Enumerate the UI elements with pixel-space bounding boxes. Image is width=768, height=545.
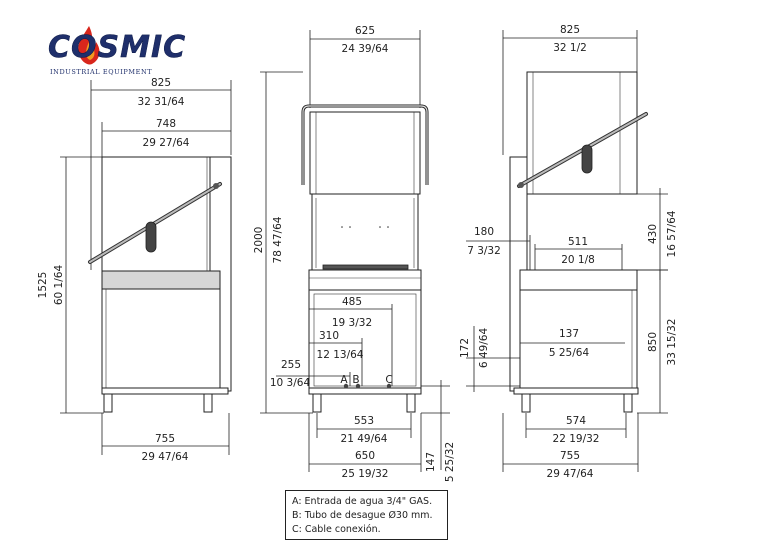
dim-front-255-in: 10 3/64 bbox=[270, 377, 311, 389]
dim-front-625: 625 bbox=[355, 25, 375, 37]
dim-right-172: 172 bbox=[459, 338, 471, 358]
logo-tagline: INDUSTRIAL EQUIPMENT bbox=[50, 68, 153, 76]
dim-right-172-in: 6 49/64 bbox=[478, 328, 490, 369]
dim-front-485-in: 19 3/32 bbox=[332, 317, 372, 329]
dim-right-511-in: 20 1/8 bbox=[561, 254, 595, 266]
dim-front-650: 650 bbox=[355, 450, 375, 462]
dim-left-755-in: 29 47/64 bbox=[142, 451, 189, 463]
dim-front-553-in: 21 49/64 bbox=[341, 433, 388, 445]
dim-right-755: 755 bbox=[560, 450, 580, 462]
dim-right-430-in: 16 57/64 bbox=[666, 210, 678, 257]
dim-front-2000: 2000 bbox=[253, 227, 265, 254]
dim-front-147-in: 5 25/32 bbox=[444, 442, 456, 482]
dim-left-1525: 1525 bbox=[37, 272, 49, 299]
conn-b-label: B bbox=[352, 374, 359, 386]
dim-right-825: 825 bbox=[560, 24, 580, 36]
legend-item-a: A: Entrada de agua 3/4" GAS. bbox=[292, 496, 433, 507]
connection-legend: A: Entrada de agua 3/4" GAS. B: Tubo de … bbox=[285, 490, 448, 540]
dim-right-180: 180 bbox=[474, 226, 494, 238]
left-view: 825 32 31/64 748 29 27/64 1525 60 1/64 bbox=[37, 77, 232, 463]
dim-front-650-in: 25 19/32 bbox=[342, 468, 389, 480]
dim-left-755: 755 bbox=[155, 433, 175, 445]
dim-left-748: 748 bbox=[156, 118, 176, 130]
dim-right-574: 574 bbox=[566, 415, 586, 427]
dim-right-137-in: 5 25/64 bbox=[549, 347, 590, 359]
dim-front-2000-in: 78 47/64 bbox=[272, 216, 284, 263]
dim-front-625-in: 24 39/64 bbox=[342, 43, 389, 55]
front-view: 625 24 39/64 A B C bbox=[253, 25, 456, 482]
logo-wordmark: COSMIC bbox=[48, 30, 187, 66]
dim-right-825-in: 32 1/2 bbox=[553, 42, 587, 54]
conn-c-label: C bbox=[385, 374, 392, 386]
legend-item-c: C: Cable conexión. bbox=[292, 524, 381, 535]
dim-right-137: 137 bbox=[559, 328, 579, 340]
right-view: 825 32 1/2 430 16 57/64 180 7 3/32 bbox=[459, 24, 678, 480]
dim-front-310-in: 12 13/64 bbox=[317, 349, 364, 361]
dim-left-825-in: 32 31/64 bbox=[138, 96, 185, 108]
dim-right-755-in: 29 47/64 bbox=[547, 468, 594, 480]
dim-right-430: 430 bbox=[647, 224, 659, 244]
flame-icon bbox=[78, 26, 100, 65]
brand-logo: COSMIC INDUSTRIAL EQUIPMENT bbox=[48, 26, 187, 82]
dim-front-147: 147 bbox=[425, 452, 437, 472]
dim-left-825: 825 bbox=[151, 77, 171, 89]
dim-right-850: 850 bbox=[647, 332, 659, 352]
dim-right-850-in: 33 15/32 bbox=[666, 319, 678, 366]
dim-left-1525-in: 60 1/64 bbox=[53, 265, 65, 306]
conn-a-label: A bbox=[340, 374, 348, 386]
dim-front-310: 310 bbox=[319, 330, 339, 342]
legend-item-b: B: Tubo de desague Ø30 mm. bbox=[292, 510, 433, 521]
dim-right-511: 511 bbox=[568, 236, 588, 248]
dim-right-180-in: 7 3/32 bbox=[467, 245, 501, 257]
dim-left-748-in: 29 27/64 bbox=[143, 137, 190, 149]
dim-front-553: 553 bbox=[354, 415, 374, 427]
dim-front-485: 485 bbox=[342, 296, 362, 308]
dim-front-255: 255 bbox=[281, 359, 301, 371]
dim-right-574-in: 22 19/32 bbox=[553, 433, 600, 445]
